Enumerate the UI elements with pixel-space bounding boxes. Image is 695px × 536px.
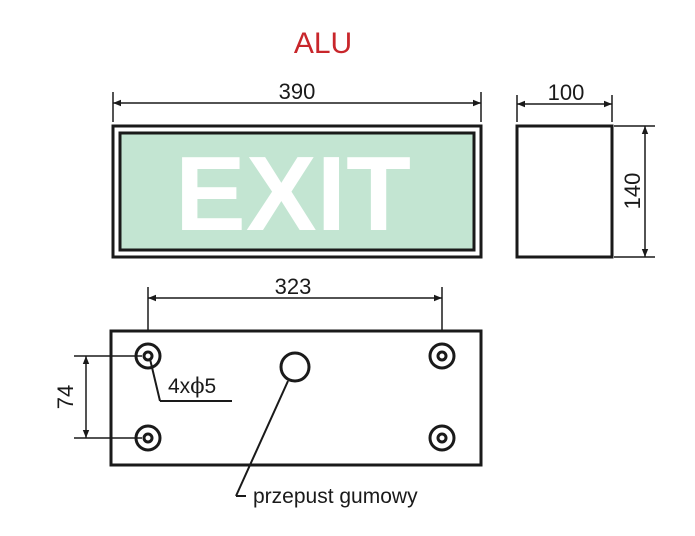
vertical-spacing-label: 74: [53, 385, 78, 409]
height-dimension-label: 140: [620, 173, 645, 210]
grommet-leader-line: [235, 380, 289, 497]
hole-spacing-label: 323: [275, 274, 312, 299]
sign-panel: [118, 131, 476, 252]
mounting-hole-top-right: [428, 342, 456, 370]
side-view: 100 140: [515, 80, 655, 259]
cable-grommet: [279, 351, 311, 383]
side-housing: [515, 124, 614, 259]
material-title: ALU: [294, 27, 352, 60]
back-view: 323 74 4xϕ5 prze: [53, 274, 483, 508]
mounting-holes-callout: 4xϕ5: [168, 374, 216, 398]
width-dimension-label: 390: [279, 79, 316, 104]
exit-text: EXIT: [175, 135, 411, 253]
back-housing: [109, 329, 483, 467]
depth-dimension-label: 100: [548, 80, 585, 105]
grommet-callout: przepust gumowy: [253, 485, 418, 508]
front-view: 390 EXIT: [111, 79, 483, 259]
holes-leader-line: [149, 358, 161, 402]
mounting-hole-bottom-right: [428, 424, 456, 452]
